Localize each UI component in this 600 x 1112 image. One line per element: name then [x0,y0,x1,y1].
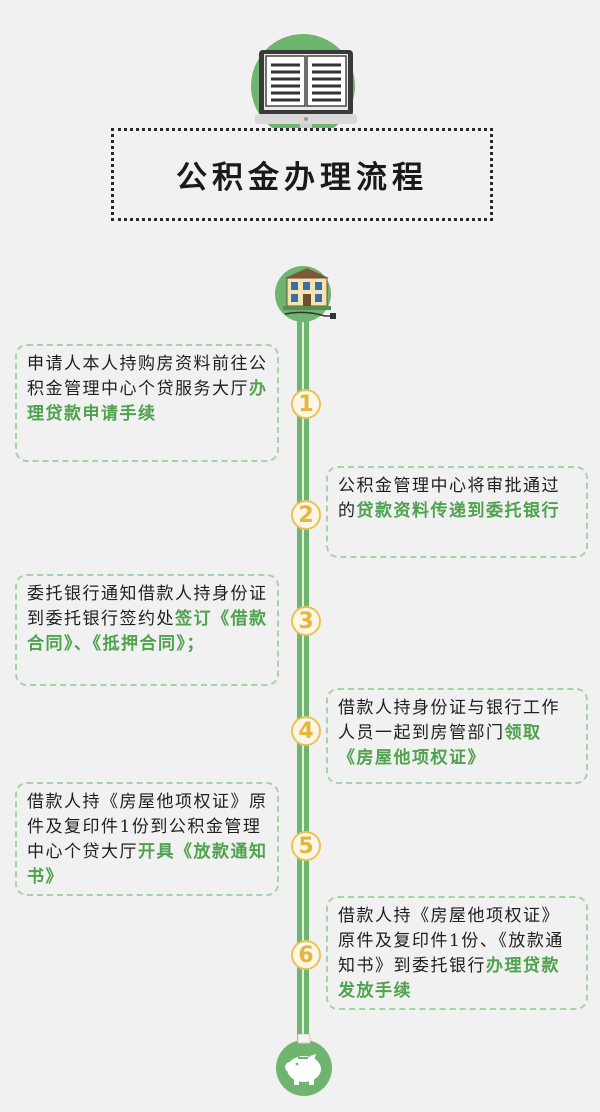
step-number-5: 5 [291,831,321,861]
step-number-6: 6 [291,940,321,970]
step-card-2: 公积金管理中心将审批通过的贷款资料传递到委托银行 [326,466,588,558]
step-number-1: 1 [291,389,321,419]
piggy-bank-icon [285,1034,321,1085]
step-text: 公积金管理中心将审批通过的 [338,476,560,521]
step-highlight: 办理贷款发放手续 [338,956,560,1001]
step-text: 委托银行通知借款人持身份证到委托银行签约处 [27,584,268,629]
step-highlight: 签订《借款合同》、《抵押合同》； [27,609,268,654]
step-text: 借款人持身份证与银行工作人员一起到房管部门 [338,698,560,743]
step-card-4: 借款人持身份证与银行工作人员一起到房管部门领取《房屋他项权证》 [326,688,588,784]
step-highlight: 贷款资料传递到委托银行 [356,501,560,521]
step-card-1: 申请人本人持购房资料前往公积金管理中心个贷服务大厅办理贷款申请手续 [15,344,279,462]
step-highlight: 领取《房屋他项权证》 [338,723,542,768]
step-highlight: 开具《放款通知书》 [27,842,268,887]
step-card-3: 委托银行通知借款人持身份证到委托银行签约处签订《借款合同》、《抵押合同》； [15,574,279,686]
step-text: 借款人持《房屋他项权证》原件及复印件1份到公积金管理中心个贷大厅 [27,792,268,862]
title-frame [111,128,493,221]
step-number-2: 2 [291,500,321,530]
step-text: 借款人持《房屋他项权证》原件及复印件1份、《放款通知书》到委托银行 [338,906,564,976]
step-card-5: 借款人持《房屋他项权证》原件及复印件1份到公积金管理中心个贷大厅开具《放款通知书… [15,782,279,896]
step-number-4: 4 [291,716,321,746]
timeline-line-highlight [302,300,304,1056]
step-number-3: 3 [291,606,321,636]
page-title: 公积金办理流程 [176,160,428,196]
house-icon [283,268,336,319]
step-text: 申请人本人持购房资料前往公积金管理中心个贷服务大厅 [27,354,268,399]
step-highlight: 办理贷款申请手续 [27,379,268,424]
step-card-6: 借款人持《房屋他项权证》原件及复印件1份、《放款通知书》到委托银行办理贷款发放手… [326,896,588,1010]
